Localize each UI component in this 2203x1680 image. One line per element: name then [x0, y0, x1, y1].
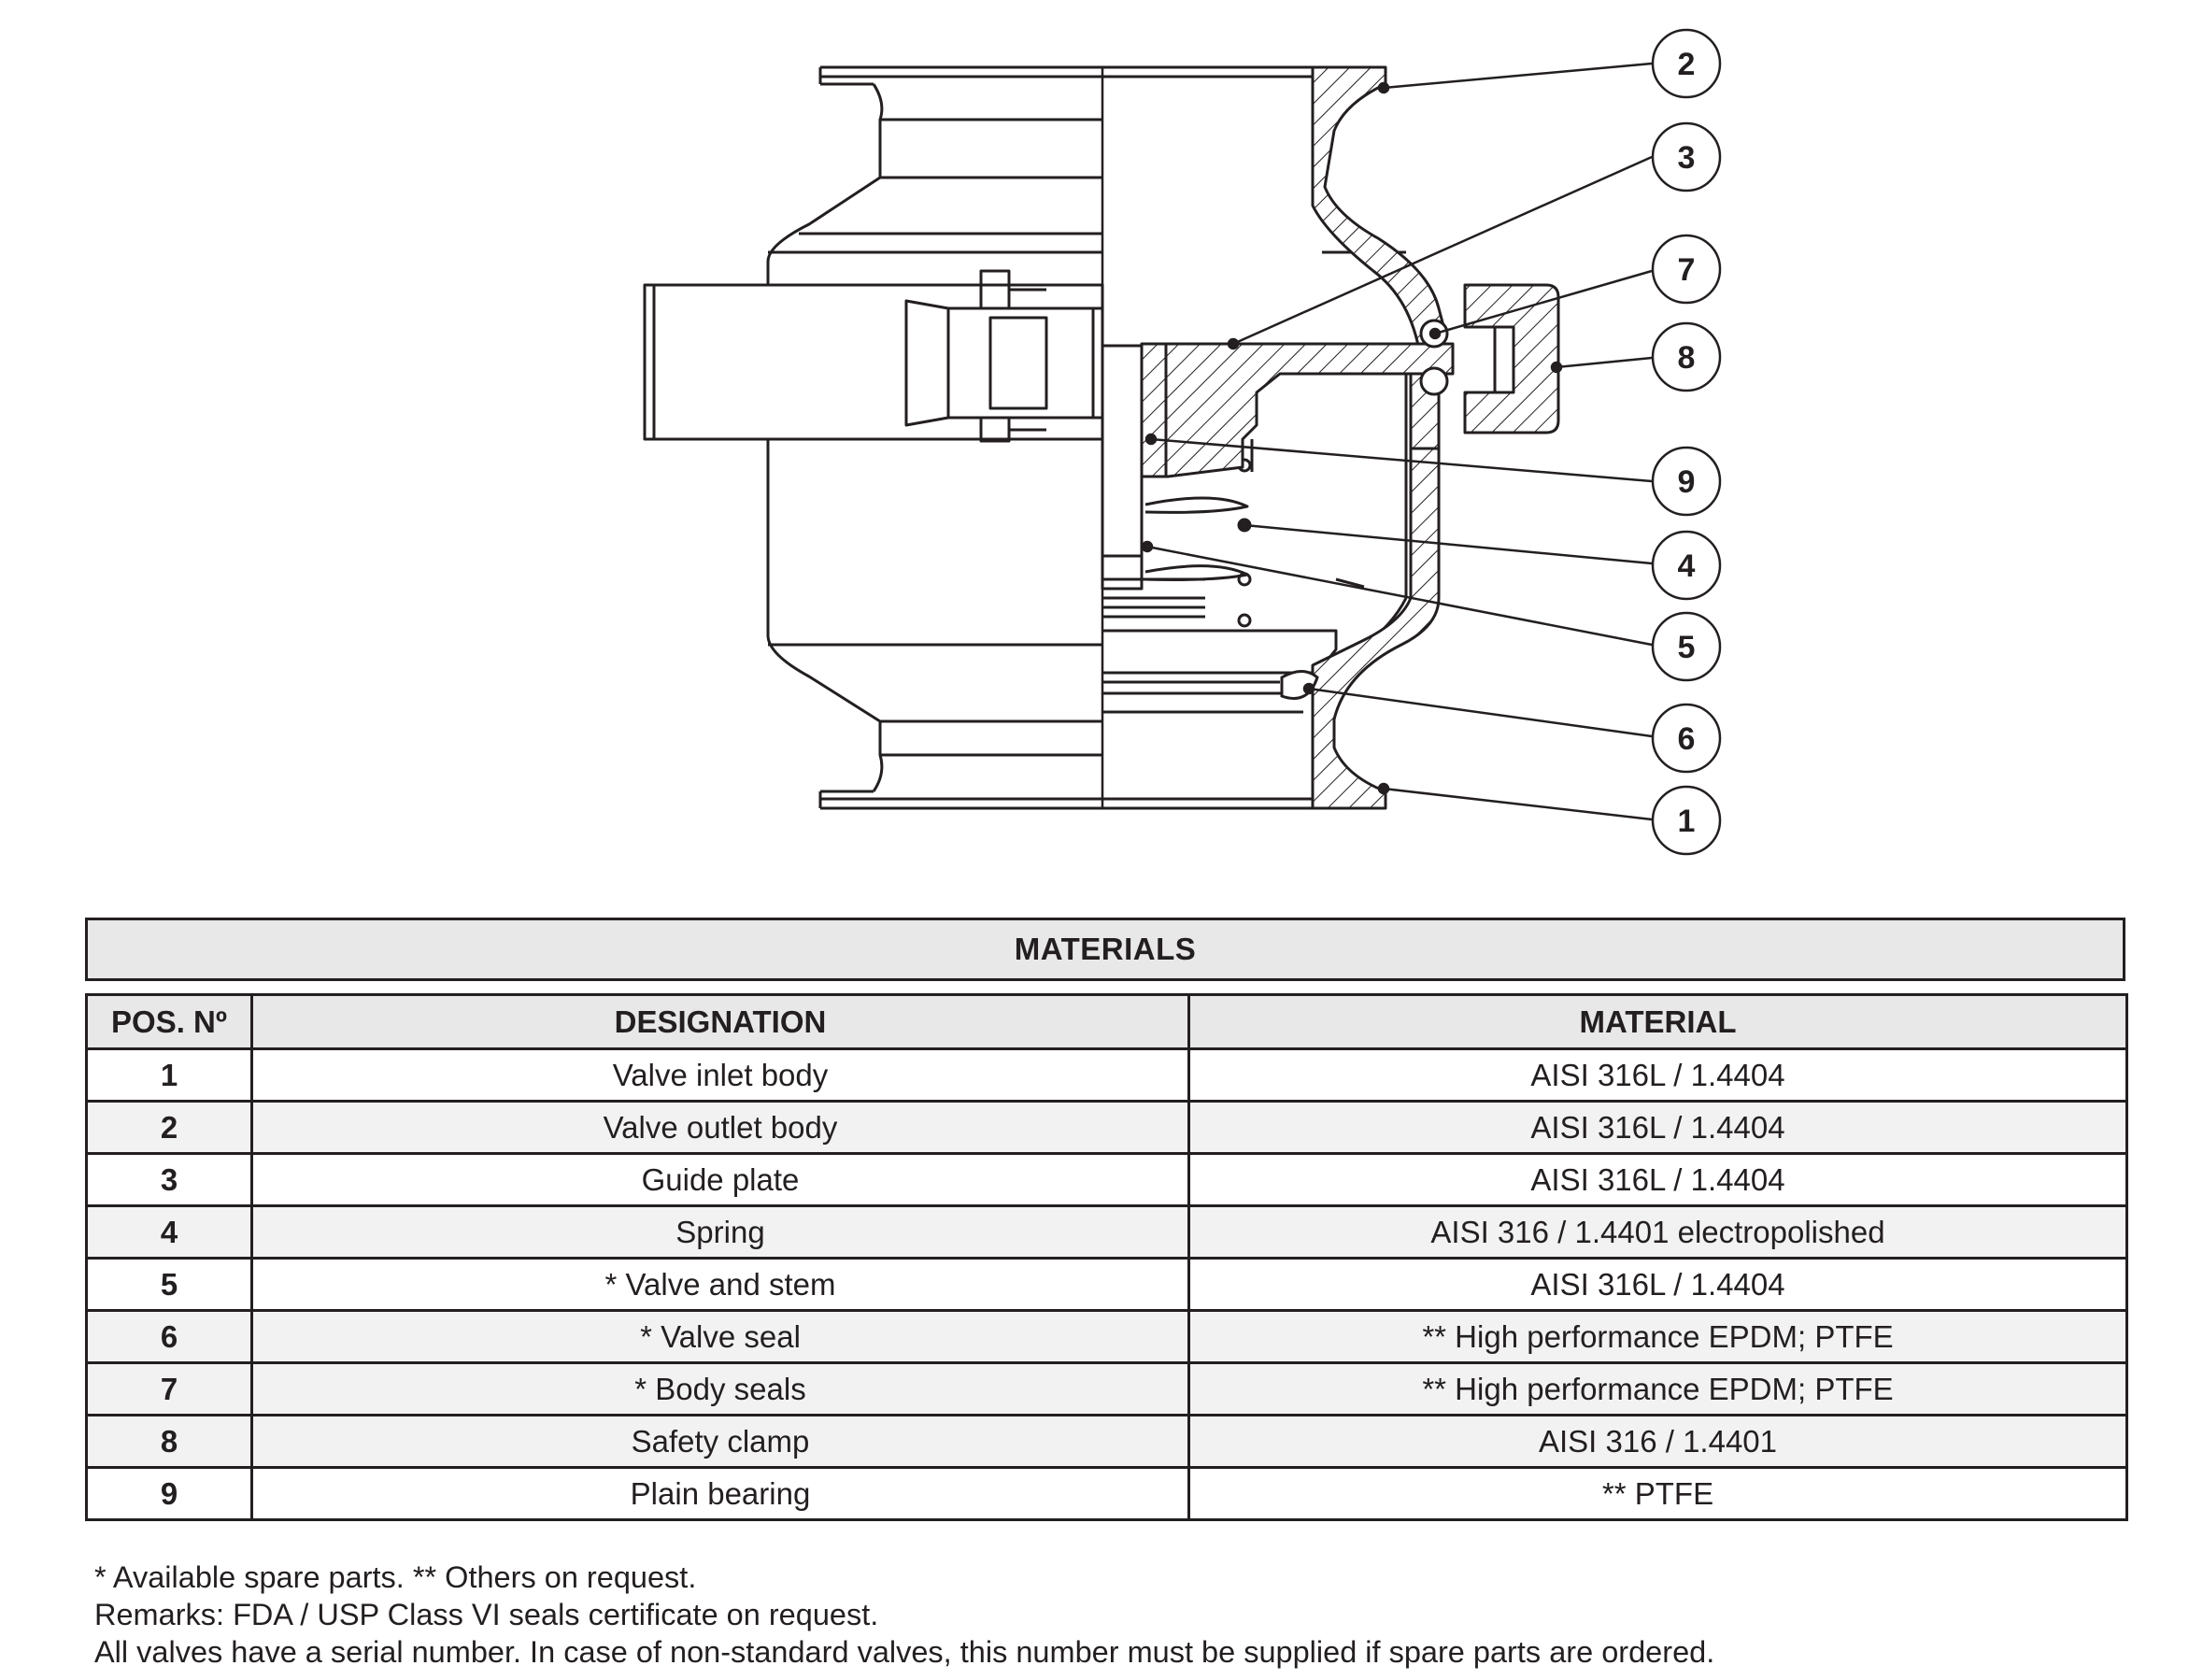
callout-label: 9	[1678, 464, 1696, 500]
callout-6: 6	[1651, 703, 1722, 774]
table-row: 8 Safety clamp AISI 316 / 1.4401	[85, 1414, 2128, 1469]
table-row: 4 Spring AISI 316 / 1.4401 electropolish…	[85, 1204, 2128, 1260]
callout-label: 4	[1678, 548, 1696, 584]
material-cell: ** High performance EPDM; PTFE	[1187, 1309, 2128, 1364]
table-row: 7 * Body seals ** High performance EPDM;…	[85, 1361, 2128, 1417]
materials-title: MATERIALS	[85, 918, 2125, 981]
table-row: 9 Plain bearing ** PTFE	[85, 1466, 2128, 1521]
callout-5: 5	[1651, 611, 1722, 682]
designation-cell: Guide plate	[250, 1152, 1190, 1207]
material-cell: AISI 316L / 1.4404	[1187, 1100, 2128, 1155]
note-remarks: Remarks: FDA / USP Class VI seals certif…	[94, 1598, 879, 1631]
designation-cell: * Valve seal	[250, 1309, 1190, 1364]
valve-cross-section-drawing: 2 3 7 8 9 4 5 6 1	[643, 28, 1722, 856]
callout-label: 5	[1678, 630, 1696, 665]
callout-label: 1	[1678, 804, 1696, 839]
designation-cell: * Valve and stem	[250, 1257, 1190, 1312]
callout-9: 9	[1651, 446, 1722, 517]
pos-cell: 1	[85, 1047, 253, 1103]
pos-cell: 9	[85, 1466, 253, 1521]
pos-cell: 3	[85, 1152, 253, 1207]
table-row: 5 * Valve and stem AISI 316L / 1.4404	[85, 1257, 2128, 1312]
table-row: 3 Guide plate AISI 316L / 1.4404	[85, 1152, 2128, 1207]
note-spare-parts: * Available spare parts. ** Others on re…	[94, 1560, 697, 1594]
footnotes: * Available spare parts. ** Others on re…	[94, 1559, 2103, 1671]
note-serial-number: All valves have a serial number. In case…	[94, 1635, 1715, 1669]
materials-table: POS. Nº DESIGNATION MATERIAL 1 Valve inl…	[85, 993, 2128, 1521]
pos-header: POS. Nº	[85, 993, 253, 1050]
callout-label: 2	[1678, 47, 1696, 82]
material-cell: AISI 316 / 1.4401	[1187, 1414, 2128, 1469]
designation-cell: Plain bearing	[250, 1466, 1190, 1521]
designation-header: DESIGNATION	[250, 993, 1190, 1050]
pos-cell: 7	[85, 1361, 253, 1417]
callout-1: 1	[1651, 785, 1722, 856]
table-row: 1 Valve inlet body AISI 316L / 1.4404	[85, 1047, 2128, 1103]
callout-label: 3	[1678, 140, 1696, 176]
pos-cell: 5	[85, 1257, 253, 1312]
material-cell: AISI 316L / 1.4404	[1187, 1152, 2128, 1207]
callout-3: 3	[1651, 121, 1722, 192]
material-cell: ** High performance EPDM; PTFE	[1187, 1361, 2128, 1417]
material-header: MATERIAL	[1187, 993, 2128, 1050]
designation-cell: Safety clamp	[250, 1414, 1190, 1469]
pos-cell: 2	[85, 1100, 253, 1155]
table-row: 6 * Valve seal ** High performance EPDM;…	[85, 1309, 2128, 1364]
pos-cell: 4	[85, 1204, 253, 1260]
callout-4: 4	[1651, 530, 1722, 601]
pos-cell: 8	[85, 1414, 253, 1469]
designation-cell: Spring	[250, 1204, 1190, 1260]
callout-7: 7	[1651, 234, 1722, 305]
designation-cell: Valve inlet body	[250, 1047, 1190, 1103]
table-row: 2 Valve outlet body AISI 316L / 1.4404	[85, 1100, 2128, 1155]
callout-label: 7	[1678, 252, 1696, 288]
pos-cell: 6	[85, 1309, 253, 1364]
material-cell: ** PTFE	[1187, 1466, 2128, 1521]
callout-label: 8	[1678, 340, 1696, 376]
designation-cell: Valve outlet body	[250, 1100, 1190, 1155]
leader-lines	[1141, 62, 1653, 821]
material-cell: AISI 316L / 1.4404	[1187, 1047, 2128, 1103]
callout-label: 6	[1678, 721, 1696, 757]
material-cell: AISI 316 / 1.4401 electropolished	[1187, 1204, 2128, 1260]
callout-2: 2	[1651, 28, 1722, 99]
callout-8: 8	[1651, 321, 1722, 392]
material-cell: AISI 316L / 1.4404	[1187, 1257, 2128, 1312]
valve-body	[643, 65, 1408, 810]
table-header-row: POS. Nº DESIGNATION MATERIAL	[85, 993, 2128, 1050]
designation-cell: * Body seals	[250, 1361, 1190, 1417]
hatched-sections	[1140, 65, 1560, 810]
